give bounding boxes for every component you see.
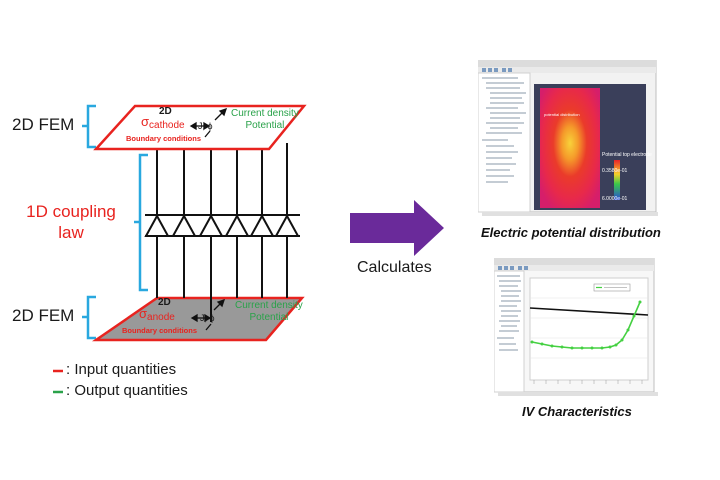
bottom-plate-arrows — [190, 298, 226, 331]
coupling-law-label: 1D coupling law — [26, 202, 116, 242]
top-output-labels: Current density Potential — [231, 108, 299, 131]
bottom-output-labels: Current density Potential — [235, 300, 303, 323]
legend-output: : Output quantities — [66, 382, 188, 399]
top-plate-arrows — [189, 107, 228, 138]
diode-row — [144, 213, 300, 237]
calculates-label: Calculates — [357, 259, 432, 276]
iv-caption: IV Characteristics — [522, 404, 632, 419]
iv-characteristics-screenshot — [494, 258, 658, 396]
bottom-plate — [91, 296, 305, 342]
bracket-bottom — [86, 295, 96, 340]
bottom-boundary-conditions: Boundary conditions — [122, 326, 197, 335]
top-plate-tag: 2D — [159, 106, 172, 117]
svg-text:0.3580e-01: 0.3580e-01 — [602, 168, 628, 174]
bracket-middle — [138, 153, 148, 292]
potential-distribution-screenshot: Potential top electrode 0.3580e-01 6.000… — [478, 60, 658, 216]
bottom-fem-label: 2D FEM — [12, 306, 75, 325]
svg-text:6.0000e-01: 6.0000e-01 — [602, 196, 628, 202]
top-plate — [93, 104, 307, 151]
bottom-plate-tag: 2D — [158, 297, 171, 308]
bottom-sigma: σanode — [139, 306, 175, 323]
top-fem-label: 2D FEM — [12, 115, 75, 134]
top-sigma: σcathode — [141, 114, 185, 131]
calculates-arrow — [350, 200, 444, 256]
svg-text:Potential top electrode: Potential top electrode — [602, 152, 652, 158]
bottom-j-phi: J, ϕ — [200, 313, 215, 323]
svg-text:potential distribution: potential distribution — [544, 112, 580, 117]
legend-input: : Input quantities — [66, 361, 177, 378]
potential-caption: Electric potential distribution — [481, 225, 661, 240]
top-j-phi: J, ϕ — [198, 121, 213, 131]
bracket-top — [86, 104, 96, 149]
top-boundary-conditions: Boundary conditions — [126, 134, 201, 143]
